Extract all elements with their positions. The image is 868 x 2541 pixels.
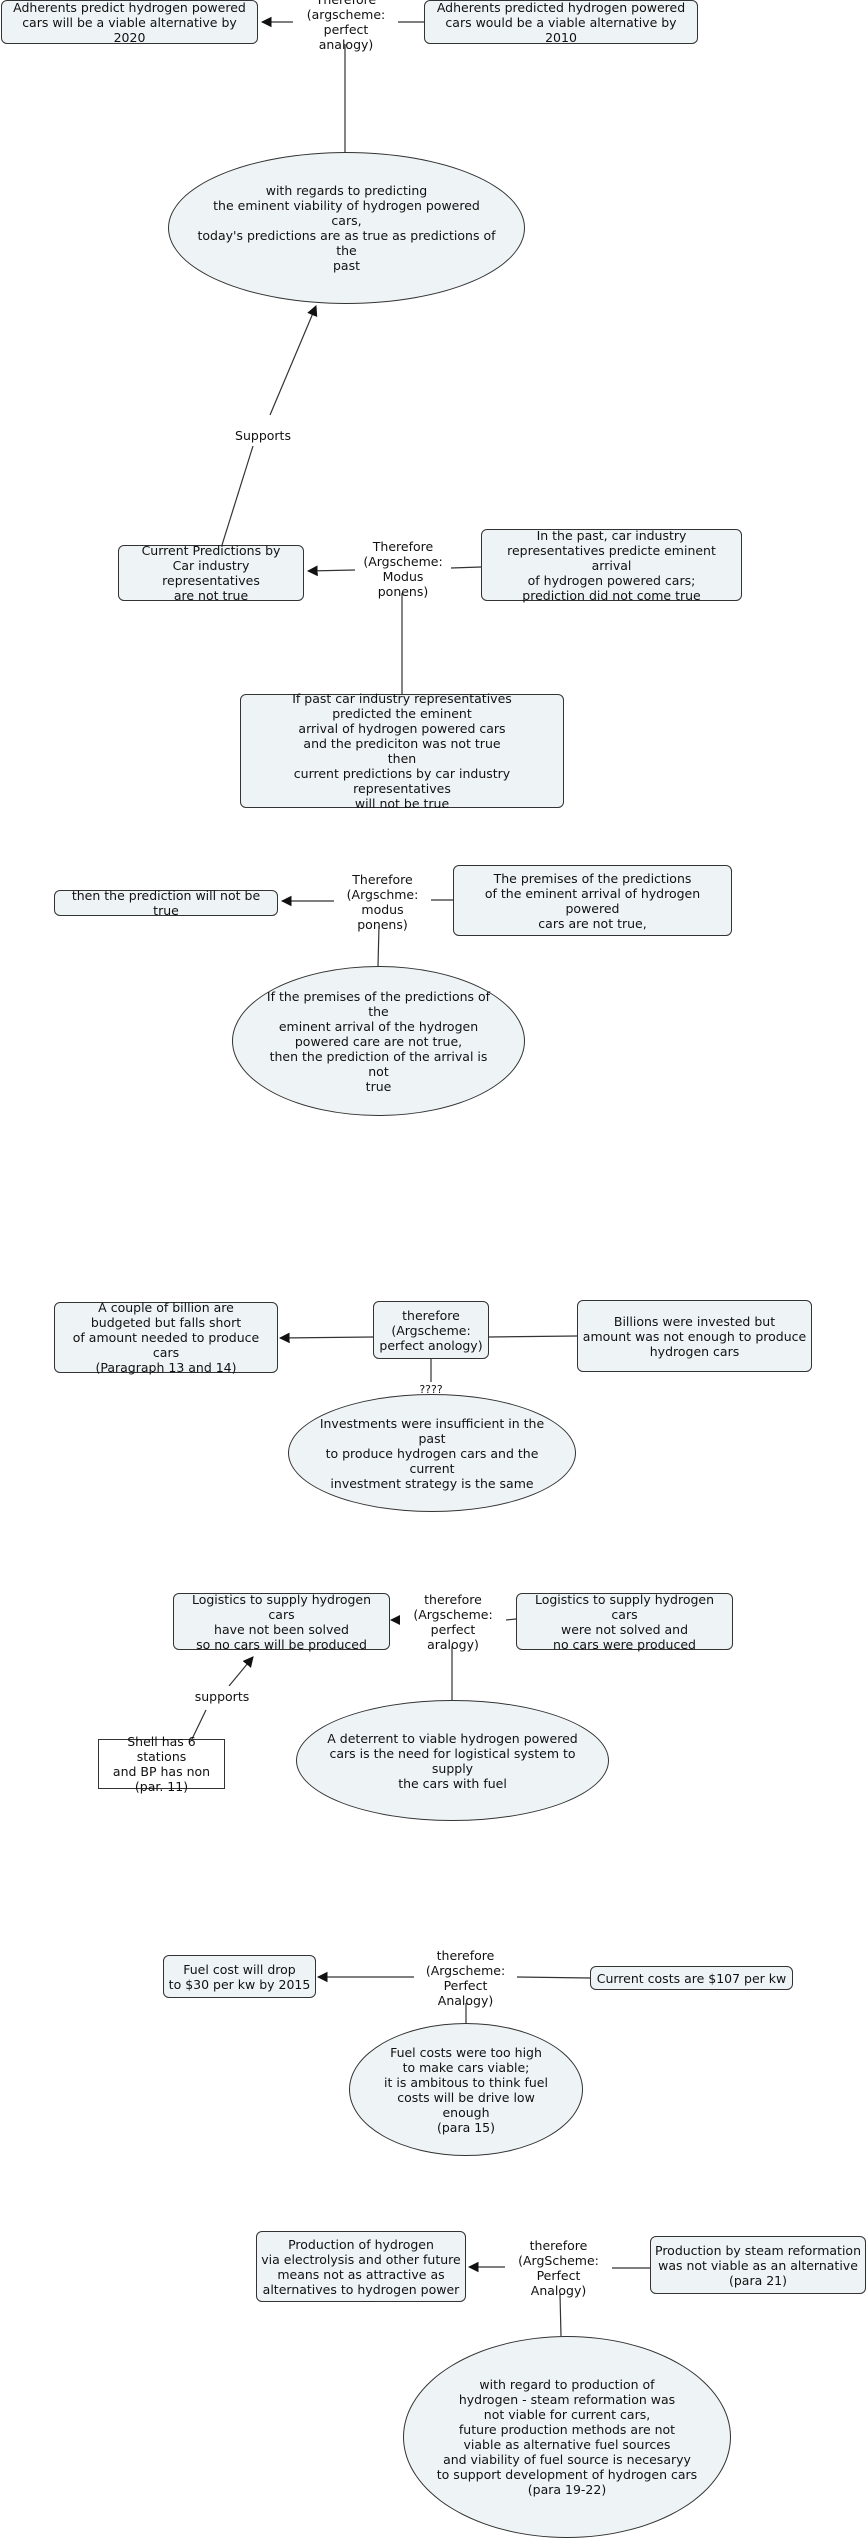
concept-steam-reformation[interactable]: Production by steam reformation was not … (650, 2236, 866, 2294)
concept-current-predictions-not-true[interactable]: Current Predictions by Car industry repr… (118, 543, 304, 603)
connector (559, 2293, 562, 2337)
concept-if-past-then-current[interactable]: If past car industry representatives pre… (240, 691, 564, 811)
linking-phrase-supports[interactable]: Supports (226, 424, 300, 446)
concept-shell-stations[interactable]: Shell has 6 stations and BP has non (par… (98, 1734, 225, 1794)
linking-phrase-modus-ponens-2[interactable]: Therefore (Argschme: modus ponens) (334, 872, 431, 932)
concept-billions-invested[interactable]: Billions were invested but amount was no… (577, 1300, 812, 1372)
connector (221, 445, 254, 546)
connector (516, 1976, 591, 1979)
connector (191, 1709, 207, 1740)
linking-phrase-perfect-anology[interactable]: therefore (Argscheme: perfect anology) (373, 1301, 489, 1359)
concept-if-premises-not-true[interactable]: If the premises of the predictions of th… (232, 966, 525, 1116)
connector (488, 1335, 578, 1338)
arrow-connector (278, 1332, 374, 1344)
concept-adherents-2010[interactable]: Adherents predicted hydrogen powered car… (424, 0, 698, 45)
concept-prediction-will-not-be-true[interactable]: then the prediction will not be true (54, 888, 278, 918)
concept-adherents-2020[interactable]: Adherents predict hydrogen powered cars … (1, 0, 258, 45)
arrow-connector (228, 1656, 254, 1687)
connector (377, 925, 380, 967)
linking-phrase-perfect-analogy-2[interactable]: therefore (ArgScheme: Perfect Analogy) (505, 2238, 612, 2298)
concept-past-predictions-failed[interactable]: In the past, car industry representative… (481, 528, 742, 603)
concept-premises-not-true[interactable]: The premises of the predictions of the e… (453, 865, 732, 936)
concept-logistics-not-solved[interactable]: Logistics to supply hydrogen cars have n… (173, 1592, 390, 1652)
arrow-connector (306, 565, 356, 577)
linking-phrase-modus-ponens[interactable]: Therefore (Argscheme: Modus ponens) (355, 539, 451, 599)
concept-production-electrolysis[interactable]: Production of hydrogen via electrolysis … (256, 2231, 466, 2302)
concept-predictions-as-true[interactable]: with regards to predicting the eminent v… (168, 152, 525, 304)
linking-phrase-question-marks[interactable]: ???? (419, 1382, 443, 1396)
concept-couple-of-billion[interactable]: A couple of billion are budgeted but fal… (54, 1300, 278, 1375)
concept-deterrent-logistics[interactable]: A deterrent to viable hydrogen powered c… (296, 1700, 609, 1821)
concept-investments-insufficient[interactable]: Investments were insufficient in the pas… (288, 1394, 576, 1512)
concept-fuel-cost-will-drop[interactable]: Fuel cost will drop to $30 per kw by 201… (163, 1955, 316, 1998)
concept-production-of-hydrogen[interactable]: with regard to production of hydrogen - … (403, 2336, 731, 2538)
linking-phrase-perfect-analogy[interactable]: therefore (Argscheme: Perfect Analogy) (414, 1948, 517, 2008)
arrow-connector (269, 305, 318, 416)
concept-current-costs[interactable]: Current costs are $107 per kw (590, 1966, 793, 1990)
linking-phrase-supports-2[interactable]: supports (188, 1686, 256, 1706)
linking-phrase-therefore[interactable]: Therefore (argscheme: perfect analogy) (294, 0, 398, 52)
concept-logistics-past[interactable]: Logistics to supply hydrogen cars were n… (516, 1592, 733, 1652)
concept-fuel-costs-too-high[interactable]: Fuel costs were too high to make cars vi… (349, 2023, 583, 2156)
linking-phrase-perfect-aralogy[interactable]: therefore (Argscheme: perfect aralogy) (400, 1592, 506, 1652)
connector (450, 566, 482, 569)
connector (505, 1618, 517, 1621)
